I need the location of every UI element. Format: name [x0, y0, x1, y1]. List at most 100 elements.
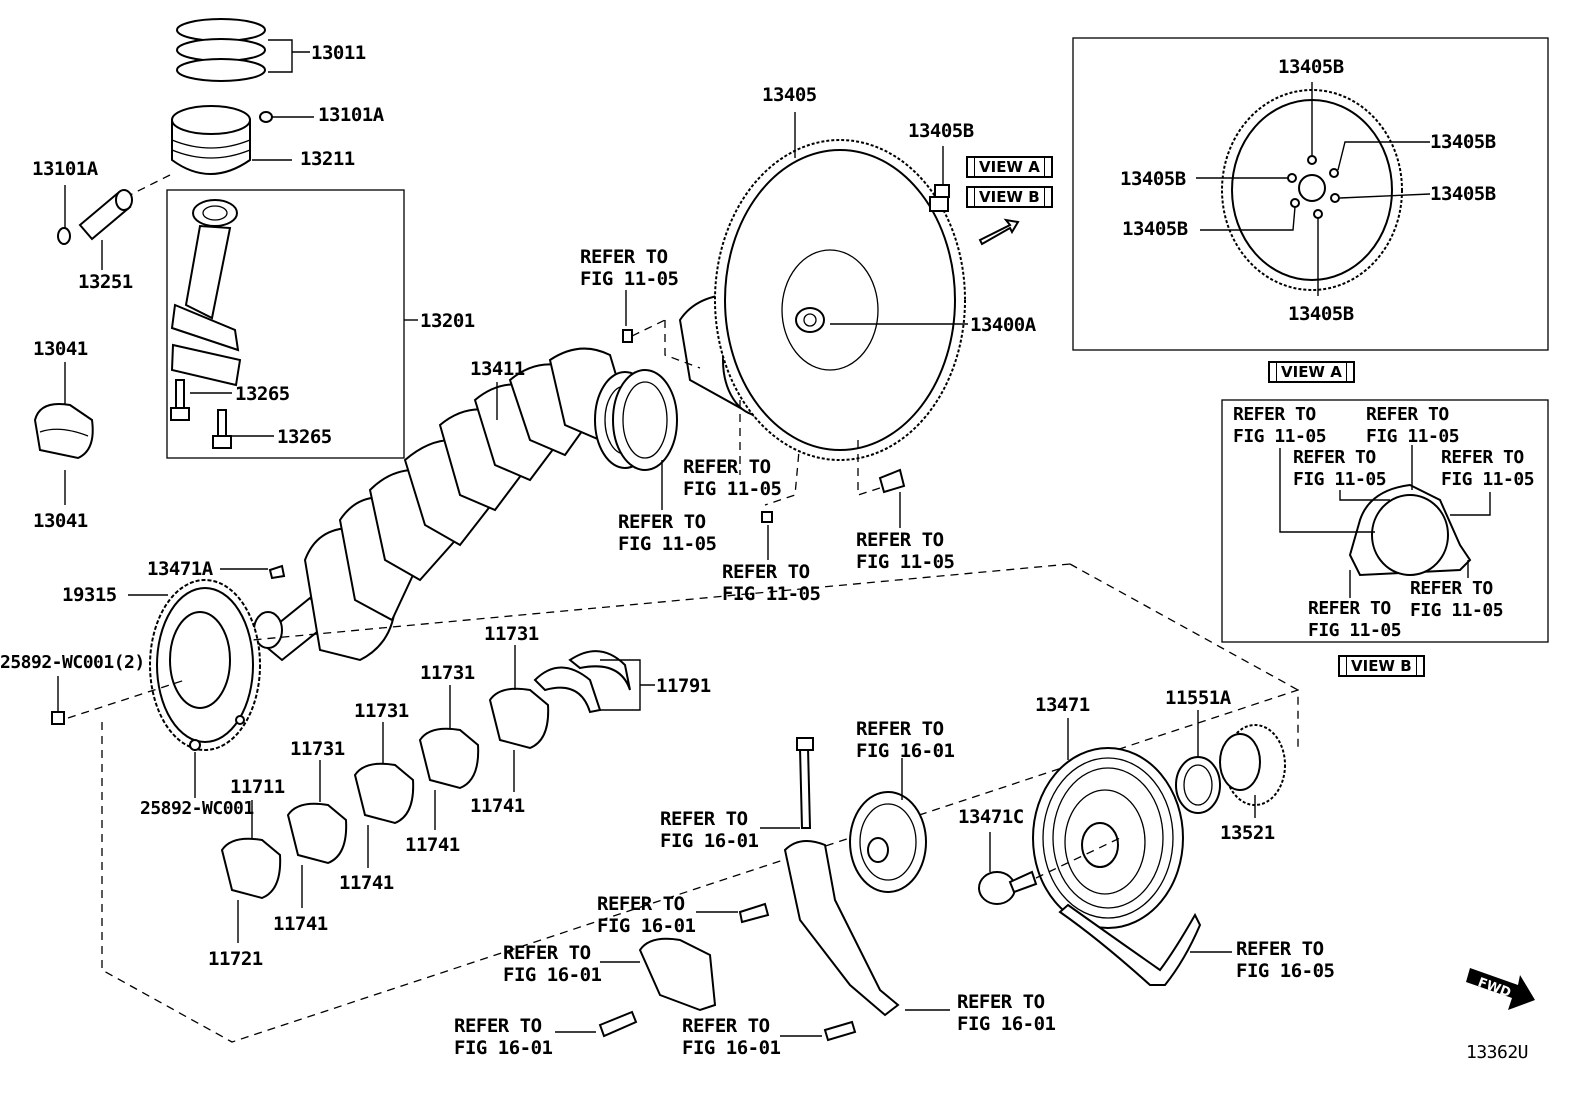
label-11731-b[interactable]: 11731 [420, 662, 475, 684]
label-view-a-13405b-bottom[interactable]: 13405B [1288, 303, 1354, 325]
piston-pin-icon[interactable] [78, 189, 133, 241]
refer-fig-11-05-e[interactable]: REFER TO FIG 11-05 [722, 561, 821, 605]
refer-text: REFER TO [1308, 598, 1391, 619]
view-b-refer-1[interactable]: REFER TO FIG 11-05 [1233, 404, 1327, 448]
timing-rotor-icon[interactable] [149, 579, 261, 751]
view-b-refer-5[interactable]: REFER TO FIG 11-05 [1410, 578, 1504, 622]
view-b-refer-4[interactable]: REFER TO FIG 11-05 [1441, 447, 1535, 491]
idler-pulley-icon[interactable] [849, 791, 927, 893]
piston-icon[interactable] [171, 105, 251, 175]
bracket-bolt-icon[interactable] [738, 902, 770, 924]
label-13101a-left[interactable]: 13101A [32, 158, 98, 180]
label-13405b[interactable]: 13405B [908, 120, 974, 142]
label-11711[interactable]: 11711 [230, 776, 285, 798]
refer-fig-16-01-d[interactable]: REFER TO FIG 16-01 [503, 942, 602, 986]
pulley-bolt-icon[interactable] [978, 870, 1038, 905]
refer-fig-11-05-c[interactable]: REFER TO FIG 11-05 [618, 511, 717, 555]
main-bearing-upper-icon[interactable] [220, 687, 550, 900]
refer-text: REFER TO [1233, 404, 1316, 425]
refer-fig-16-01-c[interactable]: REFER TO FIG 16-01 [597, 893, 696, 937]
label-11731-c[interactable]: 11731 [354, 700, 409, 722]
view-b-refer-6[interactable]: REFER TO FIG 11-05 [1308, 598, 1402, 642]
label-view-a-13405b-left-1[interactable]: 13405B [1120, 168, 1186, 190]
label-11731-d[interactable]: 11731 [290, 738, 345, 760]
thrust-washer-icon[interactable] [612, 369, 678, 471]
refer-fig-16-01-e[interactable]: REFER TO FIG 16-01 [957, 991, 1056, 1035]
flywheel-view-a-icon[interactable] [1221, 89, 1403, 291]
label-11731-a[interactable]: 11731 [484, 623, 539, 645]
label-19315[interactable]: 19315 [62, 584, 117, 606]
label-13471a[interactable]: 13471A [147, 558, 213, 580]
label-11741-c[interactable]: 11741 [339, 872, 394, 894]
label-11551a[interactable]: 11551A [1165, 687, 1231, 709]
fig-text: FIG 11-05 [1233, 426, 1327, 447]
label-13265-b[interactable]: 13265 [277, 426, 332, 448]
piston-rings-icon[interactable] [176, 18, 266, 82]
crank-sprocket-icon[interactable] [1219, 724, 1286, 806]
refer-fig-16-01-g[interactable]: REFER TO FIG 16-01 [682, 1015, 781, 1059]
crank-key-icon[interactable] [268, 564, 286, 580]
label-view-a-13405b-right-1[interactable]: 13405B [1430, 131, 1496, 153]
label-25892-wc001-2[interactable]: 25892-WC001(2) [0, 652, 145, 673]
label-13471[interactable]: 13471 [1035, 694, 1090, 716]
flywheel-bolt-icon[interactable] [929, 184, 950, 212]
flywheel-side-bolt-icon[interactable] [878, 468, 906, 494]
flywheel-icon[interactable] [714, 139, 966, 461]
label-13251[interactable]: 13251 [78, 271, 133, 293]
view-b-refer-3[interactable]: REFER TO FIG 11-05 [1293, 447, 1387, 491]
refer-fig-16-05[interactable]: REFER TO FIG 16-05 [1236, 938, 1335, 982]
mount-bolt-icon[interactable] [598, 1010, 638, 1038]
refer-text: REFER TO [1410, 578, 1493, 599]
refer-fig-16-01-b[interactable]: REFER TO FIG 16-01 [660, 808, 759, 852]
drive-belt-icon[interactable] [1058, 903, 1202, 986]
refer-fig-11-05-a[interactable]: REFER TO FIG 11-05 [580, 246, 679, 290]
label-13041-top[interactable]: 13041 [33, 338, 88, 360]
label-13400a[interactable]: 13400A [970, 314, 1036, 336]
rod-bolt-2-icon[interactable] [212, 409, 232, 449]
refer-fig-11-05-b[interactable]: REFER TO FIG 11-05 [683, 456, 782, 500]
snap-ring-icon[interactable] [259, 111, 273, 123]
label-25892-wc001[interactable]: 25892-WC001 [140, 798, 254, 819]
mount-bracket-icon[interactable] [638, 937, 717, 1012]
refer-fig-16-01-f[interactable]: REFER TO FIG 16-01 [454, 1015, 553, 1059]
label-13011[interactable]: 13011 [311, 42, 366, 64]
retainer-view-b-icon[interactable] [1348, 483, 1472, 577]
gear-bolt-icon[interactable] [51, 711, 65, 725]
crank-pulley-icon[interactable] [1032, 747, 1184, 929]
rod-bolt-icon[interactable] [170, 379, 190, 421]
label-11741-b[interactable]: 11741 [405, 834, 460, 856]
refer-fig-11-05-d[interactable]: REFER TO FIG 11-05 [856, 529, 955, 573]
label-13201[interactable]: 13201 [420, 310, 475, 332]
label-11721[interactable]: 11721 [208, 948, 263, 970]
refer-text: REFER TO [1366, 404, 1449, 425]
fig-text: FIG 16-01 [682, 1037, 781, 1059]
label-view-a-13405b-top[interactable]: 13405B [1278, 56, 1344, 78]
connecting-rod-icon[interactable] [170, 199, 242, 387]
label-13471c[interactable]: 13471C [958, 806, 1024, 828]
refer-fig-16-01-a[interactable]: REFER TO FIG 16-01 [856, 718, 955, 762]
label-13211[interactable]: 13211 [300, 148, 355, 170]
snap-ring-left-icon[interactable] [57, 227, 71, 245]
label-11741-d[interactable]: 11741 [273, 913, 328, 935]
oil-seal-icon[interactable] [1175, 756, 1221, 814]
label-13041-bottom[interactable]: 13041 [33, 510, 88, 532]
label-13265-a[interactable]: 13265 [235, 383, 290, 405]
view-b-refer-2[interactable]: REFER TO FIG 11-05 [1366, 404, 1460, 448]
label-13411[interactable]: 13411 [470, 358, 525, 380]
view-b-tag-top[interactable]: VIEW B [966, 186, 1053, 208]
label-11741-a[interactable]: 11741 [470, 795, 525, 817]
label-13101a-top[interactable]: 13101A [318, 104, 384, 126]
label-view-a-13405b-right-2[interactable]: 13405B [1430, 183, 1496, 205]
label-13521[interactable]: 13521 [1220, 822, 1275, 844]
rod-bearing-icon[interactable] [33, 403, 94, 460]
label-11791[interactable]: 11791 [656, 675, 711, 697]
view-a-tag-top[interactable]: VIEW A [966, 156, 1053, 178]
crankshaft-icon[interactable] [253, 347, 656, 662]
label-view-a-13405b-left-2[interactable]: 13405B [1122, 218, 1188, 240]
idler-bolt-icon[interactable] [796, 737, 814, 829]
bracket-bolt-2-icon[interactable] [823, 1020, 857, 1042]
view-a-caption-text: VIEW A [1276, 362, 1347, 382]
label-13405[interactable]: 13405 [762, 84, 817, 106]
idler-bracket-icon[interactable] [783, 840, 900, 1017]
